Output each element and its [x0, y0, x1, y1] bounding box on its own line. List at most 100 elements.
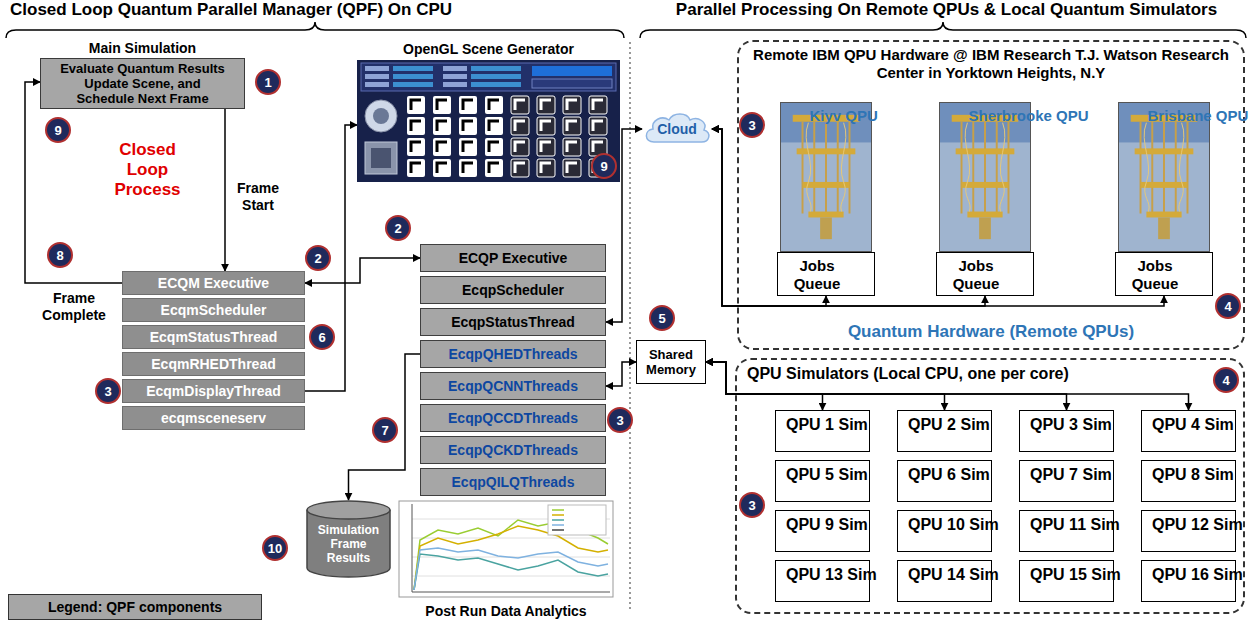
art-rect	[511, 117, 529, 135]
simulator-box: QPU 5 Sim	[775, 460, 870, 502]
node-text: Evaluate Quantum Results Update Scene, a…	[57, 61, 228, 106]
simulator-box: QPU 7 Sim	[1019, 460, 1114, 502]
node-text: QPU 12 Sim	[1152, 515, 1212, 534]
art-path	[515, 121, 525, 131]
callout-number: 4	[1215, 293, 1241, 319]
simulator-box: QPU 2 Sim	[897, 410, 992, 452]
simulator-box: QPU 14 Sim	[897, 560, 992, 602]
node-text: Main Simulation	[89, 40, 196, 57]
component-box: EcqmStatusThread	[122, 325, 305, 349]
art-svg	[357, 60, 620, 182]
art-path	[541, 163, 551, 173]
art-path	[463, 100, 473, 110]
node-text: EcqmRHEDThread	[151, 356, 275, 372]
region-box: QPU Simulators (Local CPU, one per core)…	[735, 358, 1245, 614]
art-rect	[797, 148, 856, 154]
simulator-box: QPU 3 Sim	[1019, 410, 1114, 452]
component-box: EcqmScheduler	[122, 298, 305, 322]
art-line	[984, 122, 986, 214]
art-path	[463, 121, 473, 131]
simulator-box: QPU 4 Sim	[1141, 410, 1236, 452]
art-circle	[365, 100, 397, 132]
art-path	[411, 142, 421, 152]
node-text: Jobs Queue	[790, 257, 844, 293]
node-text: EcqmStatusThread	[150, 329, 278, 345]
art-rect	[471, 74, 521, 79]
art-line	[961, 122, 963, 214]
callout-number: 8	[47, 242, 73, 268]
callout-number: 2	[305, 245, 331, 271]
thread-box: EcqpQILQThreads	[420, 468, 606, 496]
art-path	[593, 121, 603, 131]
node-text: QPU 7 Sim	[1030, 465, 1090, 484]
callout-number: 10	[262, 535, 288, 561]
art-rect	[485, 96, 503, 114]
art-rect	[471, 66, 521, 71]
art-line	[1151, 122, 1153, 214]
art-path	[541, 121, 551, 131]
cloud-shape: Cloud	[642, 110, 712, 148]
thread-box: EcqpQCNNThreads	[420, 372, 606, 400]
node-text: EcqpQHEDThreads	[448, 346, 577, 362]
art-path	[567, 163, 577, 173]
simulator-box: QPU 11 Sim	[1019, 510, 1114, 552]
art-path	[593, 142, 603, 152]
art-line	[1187, 122, 1189, 214]
section-heading: Closed Loop Quantum Parallel Manager (QP…	[10, 0, 452, 20]
art-rect	[485, 159, 503, 177]
art-rect	[443, 82, 467, 87]
art-path	[1144, 123, 1149, 212]
callout-number: 3	[739, 492, 765, 518]
art-rect	[1146, 212, 1181, 218]
component-box: EcqpScheduler	[420, 276, 606, 304]
node-text: QPU Simulators (Local CPU, one per core)	[747, 364, 1069, 383]
art-ellipse	[307, 501, 390, 519]
component-box: ECQM Executive	[122, 271, 305, 295]
callout-number: 5	[649, 305, 675, 331]
node-text: QPU 16 Sim	[1152, 565, 1212, 584]
art-path	[463, 163, 473, 173]
callout-number: 6	[309, 324, 335, 350]
art-rect	[956, 148, 1015, 154]
art-rect	[537, 159, 555, 177]
art-rect	[1158, 217, 1170, 239]
separator-line	[629, 42, 630, 610]
art-path	[437, 142, 447, 152]
art-rect	[407, 159, 425, 177]
art-rect	[1119, 103, 1209, 251]
loop-label: Closed Loop Process	[110, 140, 185, 200]
legend-text: Legend: QPF components	[48, 599, 222, 615]
node-text: QPU 9 Sim	[786, 515, 846, 534]
simulator-box: QPU 12 Sim	[1141, 510, 1236, 552]
qpu-photo: Sherbrooke QPU	[939, 102, 1031, 252]
qpu-photo: Kiyv QPU	[780, 102, 872, 252]
art-path	[515, 100, 525, 110]
art-rect	[532, 79, 612, 88]
art-rect	[808, 212, 843, 218]
art-rect	[537, 96, 555, 114]
thread-box: EcqpQHEDThreads	[420, 340, 606, 368]
node-text: QPU 1 Sim	[786, 415, 846, 434]
node-text: Shared Memory	[641, 347, 701, 377]
callout-number: 3	[739, 112, 765, 138]
art-polyline	[414, 548, 608, 590]
art-rect	[589, 96, 607, 114]
art-path	[1179, 123, 1184, 212]
art-rect	[371, 148, 391, 168]
art-rect	[511, 138, 529, 156]
connector	[224, 109, 226, 271]
art-rect	[563, 138, 581, 156]
node-text: Remote IBM QPU Hardware @ IBM Research T…	[751, 46, 1231, 82]
art-rect	[361, 63, 616, 91]
art-path	[489, 163, 499, 173]
art-rect	[459, 96, 477, 114]
art-circle	[373, 108, 389, 124]
legend-item: Legend: QPF components	[8, 594, 262, 620]
art-rect	[485, 117, 503, 135]
node-text: Quantum Hardware (Remote QPUs)	[739, 322, 1243, 342]
art-rect	[407, 117, 425, 135]
simulator-box: QPU 9 Sim	[775, 510, 870, 552]
edge-label: Frame Start	[232, 180, 284, 214]
node-text: QPU 11 Sim	[1030, 515, 1090, 534]
art-svg	[398, 500, 614, 598]
